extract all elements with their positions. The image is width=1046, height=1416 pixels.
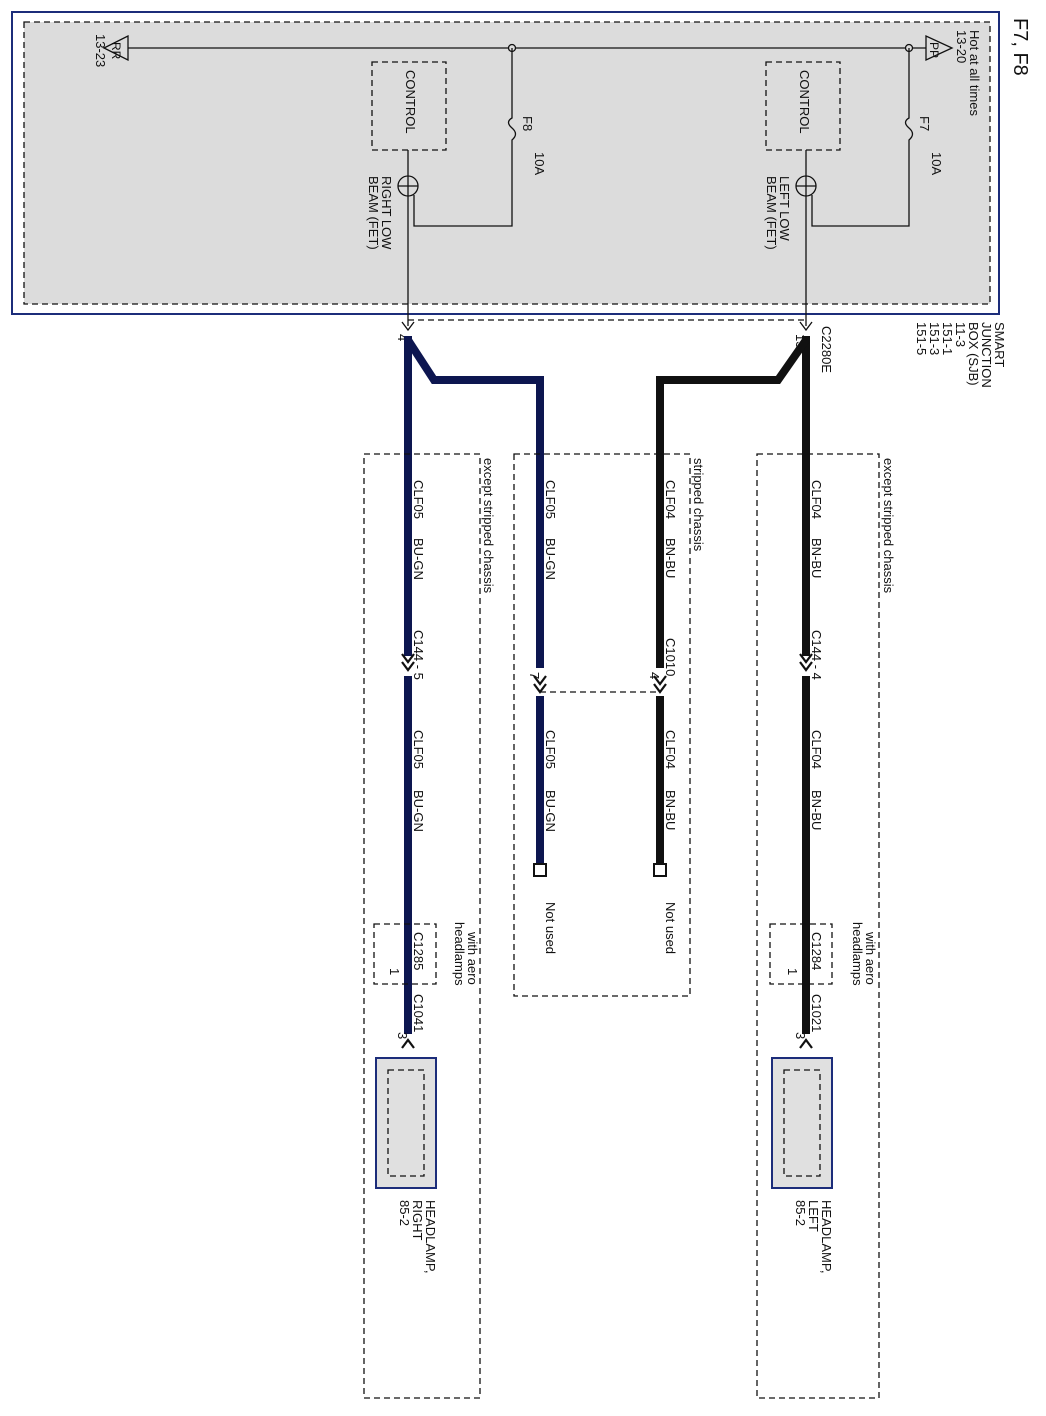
lamp-conn-right: C1041 — [411, 994, 426, 1032]
f7-rating: 10A — [929, 152, 944, 175]
connector-c2280e: C2280E 13 4 — [395, 319, 834, 373]
left-fet-symbol — [795, 175, 817, 197]
lamp-pin-left: 3 — [793, 1032, 808, 1039]
rr-reference: RR — [102, 34, 129, 62]
left-fet-line2: BEAM (FET) — [764, 176, 779, 250]
rr-tag: RR — [109, 42, 123, 60]
lamp-conn-right-arrow — [401, 1038, 415, 1049]
aero-box-left — [769, 923, 833, 985]
headlamp-right-line1: HEADLAMP, — [423, 1200, 438, 1273]
page-title: F7, F8 — [1009, 18, 1031, 76]
c1010-pin-7: 7 — [527, 672, 542, 679]
left-fet-line1: LEFT LOW — [777, 176, 792, 242]
c1010-label: C1010 — [663, 638, 678, 676]
aero-right-conn: C1285 — [411, 932, 426, 970]
clf04-strip-lower-color: BN-BU — [663, 790, 678, 830]
clf05-strip-lower-color: BU-GN — [543, 790, 558, 832]
rr-ref: 13-23 — [93, 34, 108, 67]
not-used-label-clf05: Not used — [543, 902, 558, 954]
not-used-terminal-clf05 — [533, 863, 547, 877]
clf04-strip-lower-code: CLF04 — [663, 730, 678, 769]
c2280e-pin-4: 4 — [395, 334, 410, 341]
sjb-name-line1: SMART — [992, 322, 1007, 367]
hot-label: Hot at all times — [967, 30, 982, 116]
aero-right-line1: with aero — [465, 931, 480, 985]
clf05-strip-lower-code: CLF05 — [543, 730, 558, 769]
f8-fuse-path — [413, 48, 517, 227]
headlamp-right-ref: 85-2 — [397, 1200, 412, 1226]
aero-left-pin: 1 — [785, 968, 800, 975]
sjb-ref-2: 151-1 — [940, 322, 955, 355]
pp-power-reference: PP — [925, 34, 954, 62]
not-used-terminal-clf04 — [653, 863, 667, 877]
wire-clf04-branch — [656, 337, 810, 668]
inline-connector-c1010-pin4 — [653, 675, 667, 694]
pp-tag: PP — [927, 42, 941, 58]
inline-connector-c144-right — [401, 653, 415, 672]
group-except-stripped-left — [756, 453, 880, 1399]
sjb-name-line2: JUNCTION — [979, 322, 994, 388]
lamp-pin-right: 3 — [395, 1032, 410, 1039]
c144-right-label: C144 - 5 — [411, 630, 426, 680]
clf05-right-upper-code: CLF05 — [411, 480, 426, 519]
aero-right-line2: headlamps — [452, 922, 467, 986]
headlamp-left-ref: 85-2 — [793, 1200, 808, 1226]
group-stripped-label: stripped chassis — [691, 458, 706, 552]
c1010-pin-4: 4 — [647, 672, 662, 679]
clf04-left-upper-code: CLF04 — [809, 480, 824, 519]
f7-fuse-path — [811, 48, 914, 227]
sjb-name-line3: BOX (SJB) — [966, 322, 981, 386]
clf04-strip-upper-color: BN-BU — [663, 538, 678, 578]
clf04-left-lower-color: BN-BU — [809, 790, 824, 830]
clf05-strip-upper-code: CLF05 — [543, 480, 558, 519]
sjb-ref-1: 11-3 — [953, 322, 968, 347]
wire-clf05-branch — [404, 337, 544, 668]
headlamp-right — [375, 1057, 437, 1189]
f7-name: F7 — [917, 116, 932, 131]
clf05-right-lower-color: BU-GN — [411, 790, 426, 832]
inline-connector-c1010-pin7 — [533, 675, 547, 694]
headlamp-left — [771, 1057, 833, 1189]
clf05-strip-upper-color: BU-GN — [543, 538, 558, 580]
group-except-right-label: except stripped chassis — [481, 458, 496, 594]
headlamp-left-line1: HEADLAMP, — [819, 1200, 834, 1273]
c144-left-label: C144 - 4 — [809, 630, 824, 680]
not-used-label-clf04: Not used — [663, 902, 678, 954]
smart-junction-box: PP Hot at all times 13-20 RR 13-23 CONTR… — [11, 11, 1000, 326]
left-control-label: CONTROL — [797, 70, 812, 134]
inline-connector-c144-left — [799, 653, 813, 672]
group-except-left-label: except stripped chassis — [881, 458, 896, 594]
right-fet-line2: BEAM (FET) — [366, 176, 381, 250]
left-control-box — [765, 61, 841, 151]
clf04-left-upper-color: BN-BU — [809, 538, 824, 578]
aero-right-pin: 1 — [387, 968, 402, 975]
sjb-ref-3: 151-3 — [927, 322, 942, 355]
aero-left-line1: with aero — [863, 931, 878, 985]
f8-name: F8 — [520, 116, 535, 131]
clf04-strip-upper-code: CLF04 — [663, 480, 678, 519]
right-fet-symbol — [397, 175, 419, 197]
right-control-label: CONTROL — [403, 70, 418, 134]
clf04-left-lower-code: CLF04 — [809, 730, 824, 769]
clf05-right-upper-color: BU-GN — [411, 538, 426, 580]
aero-left-line2: headlamps — [850, 922, 865, 986]
sjb-ref-4: 151-5 — [914, 322, 929, 355]
right-control-box — [371, 61, 447, 151]
aero-left-conn: C1284 — [809, 932, 824, 970]
f8-rating: 10A — [532, 152, 547, 175]
lamp-conn-left: C1021 — [809, 994, 824, 1032]
lamp-conn-left-arrow — [799, 1038, 813, 1049]
c2280e-label: C2280E — [819, 326, 834, 373]
headlamp-right-line2: RIGHT — [410, 1200, 425, 1241]
pp-ref: 13-20 — [954, 30, 969, 63]
group-stripped-chassis — [513, 453, 691, 997]
aero-box-right — [373, 923, 437, 985]
right-fet-line1: RIGHT LOW — [379, 176, 394, 250]
clf05-right-lower-code: CLF05 — [411, 730, 426, 769]
headlamp-left-line2: LEFT — [806, 1200, 821, 1232]
